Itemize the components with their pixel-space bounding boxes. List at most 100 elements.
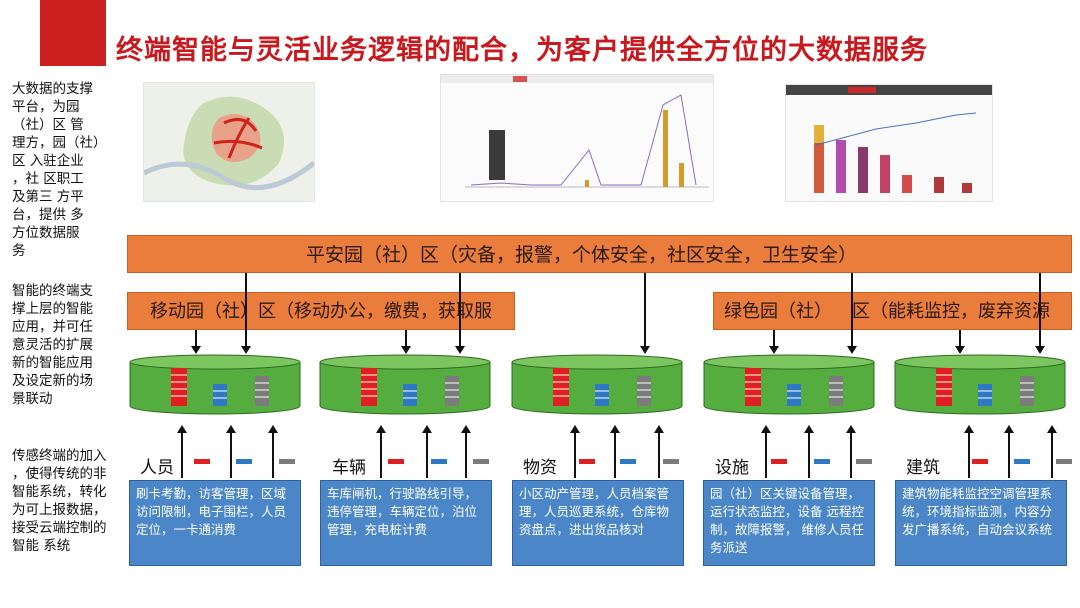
mobile-band-label: 移动园（社）区（移动办公，缴费，获取服 — [150, 301, 492, 322]
stacked-chart-thumbnail — [785, 84, 993, 202]
arrow-down-icon — [955, 346, 965, 354]
gray-stack-icon — [637, 376, 651, 406]
arrow-line — [1008, 432, 1010, 478]
side-text-platform: 大数据的支撑 平台，为园 （社）区 管 理方，园（社） 区 入驻企业 ，社 区职… — [12, 80, 124, 260]
arrow-up-icon — [1047, 425, 1057, 433]
arrow-line — [644, 273, 646, 348]
arrow-line — [245, 273, 247, 348]
arrow-line — [195, 330, 197, 348]
gray-marker — [663, 459, 679, 464]
arrow-down-icon — [640, 346, 650, 354]
arrow-up-icon — [964, 425, 974, 433]
arrow-down-icon — [847, 346, 857, 354]
side-line: 及设定新的场 — [12, 373, 93, 389]
arrow-line — [426, 432, 428, 478]
arrow-line — [773, 330, 775, 348]
category-label-people: 人员 — [140, 458, 174, 478]
side-line: 区 入驻企业 — [12, 153, 84, 169]
terminal-cylinder-1 — [129, 354, 301, 415]
red-stack-icon — [936, 368, 952, 406]
blue-marker — [431, 459, 447, 464]
arrow-up-icon — [804, 425, 814, 433]
side-line: （社）区 管 — [12, 117, 84, 133]
arrow-up-icon — [226, 425, 236, 433]
red-marker — [771, 459, 787, 464]
arrow-up-icon — [268, 425, 278, 433]
arrow-line — [851, 273, 853, 348]
arrow-line — [272, 432, 274, 478]
side-line: 意灵活的扩展 — [12, 337, 93, 353]
arrow-down-icon — [241, 346, 251, 354]
side-line: 理方，园（社） — [12, 135, 107, 151]
side-line: 及第三 方平 — [12, 189, 84, 205]
category-label-materials: 物资 — [523, 458, 557, 478]
arrow-line — [459, 273, 461, 348]
bar-chart-image — [441, 75, 713, 188]
arrow-down-icon — [769, 346, 779, 354]
page-title: 终端智能与灵活业务逻辑的配合，为客户提供全方位的大数据服务 — [116, 35, 928, 66]
arrow-line — [405, 330, 407, 348]
terminal-cylinder-5 — [894, 354, 1066, 415]
green-band: 绿色园（社）区（能耗监控，废弃资源 — [713, 292, 1072, 330]
red-stack-icon — [361, 368, 377, 406]
arrow-line — [465, 432, 467, 478]
arrow-up-icon — [654, 425, 664, 433]
blue-marker — [620, 459, 636, 464]
stacked-chart-image — [786, 85, 992, 193]
gray-marker — [279, 459, 295, 464]
blue-stack-icon — [595, 384, 609, 406]
arrow-up-icon — [846, 425, 856, 433]
safety-band-label: 平安园（社）区（灾备，报警，个体安全，社区安全，卫生安全） — [306, 244, 858, 266]
desc-box-buildings: 建筑物能耗监控空调管理系统，环境指标监测，内容分发广播系统，自动会议系统 — [895, 480, 1067, 566]
blue-stack-icon — [403, 384, 417, 406]
arrow-up-icon — [177, 425, 187, 433]
safety-band: 平安园（社）区（灾备，报警，个体安全，社区安全，卫生安全） — [127, 235, 1072, 273]
side-line: 接受云端控制的 — [12, 520, 107, 536]
category-label-facilities: 设施 — [715, 458, 749, 478]
side-line: 务 — [12, 243, 26, 259]
side-line: 为可上报数据， — [12, 502, 107, 518]
arrow-up-icon — [422, 425, 432, 433]
gray-stack-icon — [829, 376, 843, 406]
arrow-line — [959, 330, 961, 348]
category-label-buildings: 建筑 — [906, 458, 940, 478]
arrow-line — [658, 432, 660, 478]
arrow-line — [230, 432, 232, 478]
arrow-line — [181, 432, 183, 478]
arrow-up-icon — [610, 425, 620, 433]
desc-box-people: 刷卡考勤，访客管理，区域访问限制，电子围栏，人员定位，一卡通消费 — [129, 480, 301, 566]
green-band-label-b: 区（能耗监控，废弃资源 — [852, 301, 1050, 322]
side-text-terminal: 智能的终端支 撑上层的智能 应用，并可任 意灵活的扩展 新的智能应用 及设定新的… — [12, 282, 124, 408]
side-line: 方位数据服 — [12, 225, 80, 241]
arrow-down-icon — [191, 346, 201, 354]
side-line: 智能的终端支 — [12, 283, 93, 299]
arrow-line — [765, 432, 767, 478]
arrow-line — [850, 432, 852, 478]
arrow-line — [380, 432, 382, 478]
blue-marker — [1014, 459, 1030, 464]
side-text-sensor: 传感终端的加入 ，使得传统的非 智能系统，转化 为可上报数据， 接受云端控制的 … — [12, 447, 124, 555]
side-line: 撑上层的智能 — [12, 301, 93, 317]
red-marker — [194, 459, 210, 464]
red-stack-icon — [553, 368, 569, 406]
side-line: ，社 区职工 — [12, 171, 84, 187]
category-label-vehicles: 车辆 — [332, 458, 366, 478]
blue-stack-icon — [787, 384, 801, 406]
header-red-block — [40, 0, 106, 66]
arrow-line — [1039, 273, 1041, 348]
arrow-up-icon — [461, 425, 471, 433]
desc-box-vehicles: 车库闸机，行驶路线引导，违停管理，车辆定位，泊位管理，充电桩计费 — [320, 480, 492, 566]
red-marker — [579, 459, 595, 464]
desc-box-materials: 小区动产管理，人员档案管理，人员巡更系统，仓库物资盘点，进出货品核对 — [512, 480, 684, 566]
gray-stack-icon — [445, 376, 459, 406]
side-line: ，使得传统的非 — [12, 466, 107, 482]
gray-stack-icon — [1020, 376, 1034, 406]
gray-marker — [856, 459, 872, 464]
red-stack-icon — [171, 368, 187, 406]
side-line: 传感终端的加入 — [12, 448, 107, 464]
map-thumbnail — [143, 82, 315, 202]
gray-marker — [473, 459, 489, 464]
arrow-line — [968, 432, 970, 478]
blue-stack-icon — [213, 384, 227, 406]
arrow-up-icon — [1004, 425, 1014, 433]
